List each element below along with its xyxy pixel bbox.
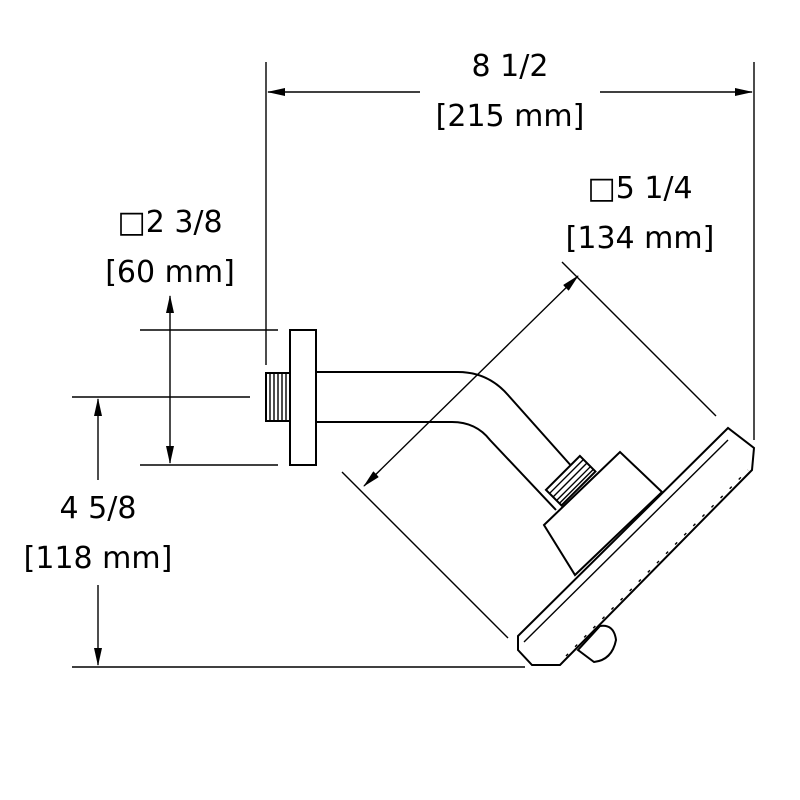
shower-arm-upper-edge <box>316 371 583 479</box>
drop-height-fraction: 4 5/8 <box>60 491 137 526</box>
flange-square-fraction: □2 3/8 <box>117 205 222 240</box>
spray-adjust-knob <box>576 624 618 664</box>
swivel-nut <box>544 454 597 507</box>
head-face-inner-edge <box>523 439 729 643</box>
overall-width-metric: [215 mm] <box>436 99 585 134</box>
drop-height-metric: [118 mm] <box>24 541 173 576</box>
flange-square-dimension: □2 3/8 [60 mm] <box>105 205 278 466</box>
overall-width-fraction: 8 1/2 <box>472 49 549 84</box>
wall-flange <box>289 329 317 466</box>
overall-width-dimension: 8 1/2 [215 mm] <box>265 49 755 440</box>
shower-arm-assembly <box>265 329 597 511</box>
spray-nozzle-row <box>565 469 749 657</box>
head-extension-line-lower <box>341 471 509 639</box>
head-square-fraction: □5 1/4 <box>587 171 692 206</box>
flange-square-metric: [60 mm] <box>105 255 235 290</box>
head-extension-line-upper <box>561 261 717 417</box>
wall-thread-ridges <box>269 373 287 421</box>
head-square-dimension-line <box>363 275 579 487</box>
head-square-metric: [134 mm] <box>566 221 715 256</box>
head-square-dimension: □5 1/4 [134 mm] <box>341 171 717 639</box>
shower-arm-lower-edge <box>316 421 557 511</box>
head-face-body <box>517 426 756 666</box>
drop-height-dimension: 4 5/8 [118 mm] <box>24 396 525 668</box>
shower-head <box>517 426 756 666</box>
